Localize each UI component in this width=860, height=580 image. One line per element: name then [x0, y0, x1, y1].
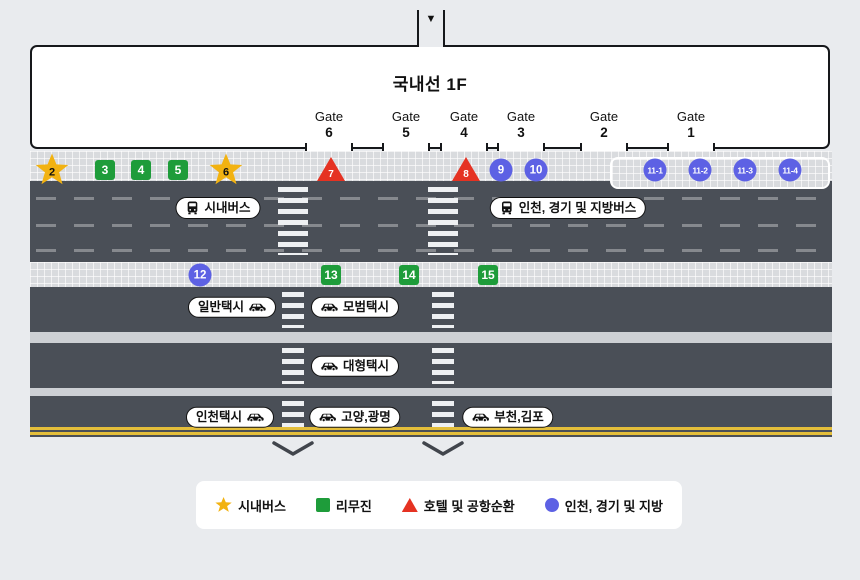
square-icon: [315, 498, 330, 512]
triangle-icon: [401, 498, 418, 512]
gate-6: Gate 6: [314, 109, 344, 140]
city-bus-text: 시내버스: [204, 200, 251, 215]
gate-5-door: [382, 143, 430, 155]
crosswalk: [432, 348, 454, 384]
star-icon: [215, 497, 232, 512]
stop-marker-11-2: 11-2: [688, 158, 712, 182]
terminal-title: 국내선 1F: [392, 75, 468, 94]
gate-number: 2: [600, 124, 608, 140]
crosswalk: [432, 292, 454, 328]
stop-marker-3: 3: [95, 160, 115, 180]
bus-icon: [185, 201, 199, 215]
gate-word: Gate: [449, 109, 479, 124]
crosswalk: [282, 348, 304, 384]
gate-5: Gate 5: [391, 109, 421, 140]
gate-word: Gate: [314, 109, 344, 124]
gate-3: Gate 3: [506, 109, 536, 140]
regional-bus-text: 인천, 경기 및 지방버스: [518, 200, 637, 215]
circle-icon: [544, 498, 559, 512]
regional-bus-label: 인천, 경기 및 지방버스: [489, 197, 647, 219]
stop-marker-14: 14: [399, 265, 419, 285]
gate-word: Gate: [391, 109, 421, 124]
gate-word: Gate: [589, 109, 619, 124]
car-icon: [319, 411, 336, 423]
deluxe-taxi-text: 모범택시: [342, 299, 390, 314]
standard-taxi-label: 일반택시: [187, 296, 277, 318]
legend-label: 인천, 경기 및 지방: [564, 498, 663, 514]
taxi-road-3: [30, 396, 832, 437]
large-taxi-label: 대형택시: [310, 355, 400, 377]
road-divider-2: [30, 388, 832, 396]
goyang-gwangmyeong-text: 고양,광명: [341, 409, 391, 424]
bus-icon: [500, 201, 514, 215]
incheon-taxi-label: 인천택시: [185, 406, 275, 428]
gate-6-door: [305, 143, 353, 155]
gate-number: 1: [687, 124, 695, 140]
gate-4: Gate 4: [449, 109, 479, 140]
gate-word: Gate: [676, 109, 706, 124]
gate-number: 6: [325, 124, 333, 140]
standard-taxi-text: 일반택시: [197, 299, 245, 314]
legend-item-limousine: 리무진: [315, 496, 372, 515]
gate-4-door: [440, 143, 488, 155]
car-icon: [247, 411, 264, 423]
stop-marker-9: 9: [489, 158, 513, 182]
stop-marker-4: 4: [131, 160, 151, 180]
median-island: [30, 262, 832, 287]
gate-number: 3: [517, 124, 525, 140]
deluxe-taxi-label: 모범택시: [310, 296, 400, 318]
car-icon: [321, 301, 338, 313]
large-taxi-text: 대형택시: [342, 358, 390, 373]
stop-marker-10: 10: [524, 158, 548, 182]
stop-marker-13: 13: [321, 265, 341, 285]
taxi-road-1: [30, 287, 832, 332]
legend-label: 호텔 및 공항순환: [423, 498, 515, 514]
road-divider-1: [30, 332, 832, 343]
terminal-entrance-marker: ▼: [417, 10, 445, 47]
yellow-line: [30, 432, 832, 435]
goyang-gwangmyeong-label: 고양,광명: [309, 406, 401, 428]
chevron-down-icon: [272, 441, 314, 456]
stop-marker-11-1: 11-1: [643, 158, 667, 182]
crosswalk: [278, 187, 308, 255]
gate-2: Gate 2: [589, 109, 619, 140]
gate-1-door: [667, 143, 715, 155]
stop-marker-5: 5: [168, 160, 188, 180]
stop-marker-11-4: 11-4: [778, 158, 802, 182]
city-bus-label: 시내버스: [175, 197, 261, 219]
crosswalk: [282, 401, 304, 427]
chevron-down-icon: [422, 441, 464, 456]
legend-label: 시내버스: [238, 498, 286, 514]
gate-1: Gate 1: [676, 109, 706, 140]
legend: 시내버스 리무진 호텔 및 공항순환 인천, 경기 및 지방: [196, 481, 682, 529]
car-icon: [321, 360, 338, 372]
stop-marker-15: 15: [478, 265, 498, 285]
crosswalk: [282, 292, 304, 328]
gate-3-door: [497, 143, 545, 155]
incheon-taxi-text: 인천택시: [195, 409, 243, 424]
taxi-road-2: [30, 343, 832, 388]
legend-label: 리무진: [335, 498, 372, 514]
down-arrow-icon: ▼: [425, 13, 437, 25]
crosswalk: [432, 401, 454, 427]
gate-2-door: [580, 143, 628, 155]
terminal-building: [30, 45, 830, 149]
car-icon: [472, 411, 489, 423]
legend-item-regional: 인천, 경기 및 지방: [544, 496, 663, 515]
gate-number: 5: [402, 124, 410, 140]
crosswalk: [428, 187, 458, 255]
car-icon: [249, 301, 266, 313]
stop-marker-12: 12: [188, 263, 212, 287]
legend-item-hotel-shuttle: 호텔 및 공항순환: [401, 496, 515, 515]
bucheon-gimpo-text: 부천,김포: [494, 409, 544, 424]
yellow-line: [30, 427, 832, 430]
stop-marker-11-3: 11-3: [733, 158, 757, 182]
bucheon-gimpo-label: 부천,김포: [462, 406, 554, 428]
legend-item-citybus: 시내버스: [215, 496, 286, 515]
gate-number: 4: [460, 124, 468, 140]
gate-word: Gate: [506, 109, 536, 124]
